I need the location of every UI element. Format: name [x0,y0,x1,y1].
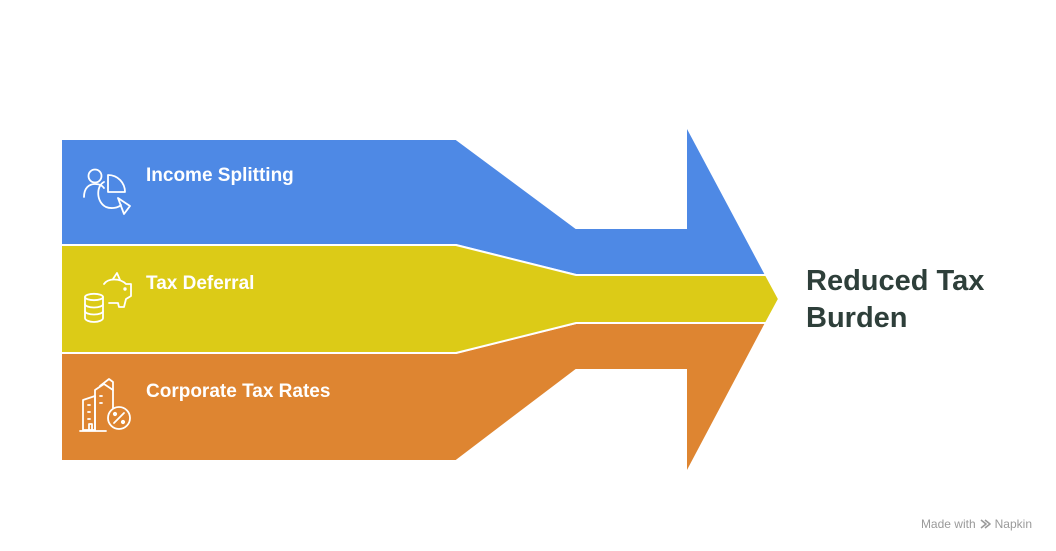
band-label-corporate-tax-rates: Corporate Tax Rates [146,381,330,402]
napkin-logo-icon [980,519,991,529]
made-with-text: Made with [920,517,976,531]
building-percent-icon [79,378,131,432]
result-line-2: Burden [806,302,908,334]
result-label: Reduced Tax Burden [806,263,1036,337]
result-line-1: Reduced Tax [806,265,985,297]
band-label-income-splitting: Income Splitting [146,165,294,186]
band-label-tax-deferral: Tax Deferral [146,273,254,294]
band-tax-deferral [60,244,781,354]
napkin-watermark[interactable]: Made with Napkin [921,517,1032,531]
brand-name: Napkin [994,517,1032,531]
people-pie-chart-icon [83,168,131,215]
piggy-bank-coins-icon [84,272,132,323]
